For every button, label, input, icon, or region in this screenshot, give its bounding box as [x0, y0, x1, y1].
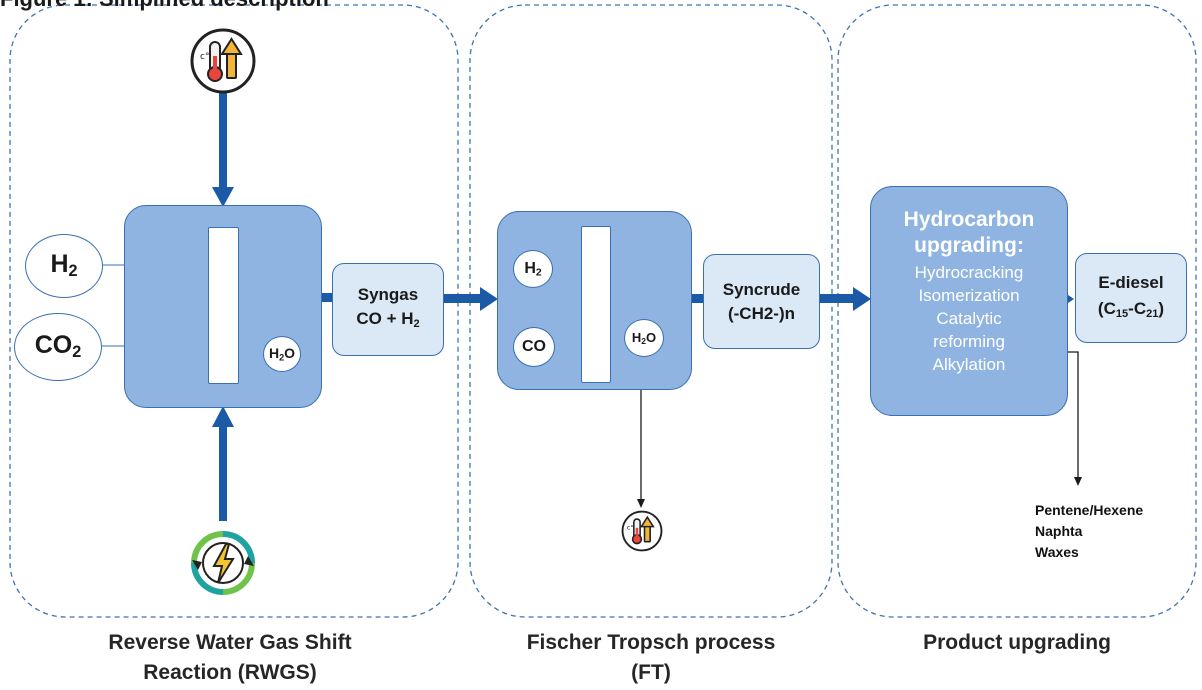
co2-input-label: CO2	[34, 331, 82, 362]
upgrading-item: Isomerization	[918, 286, 1020, 305]
hydrocarbon-upgrading-box: Hydrocarbon upgrading: Hydrocracking Iso…	[870, 186, 1068, 416]
ft-co-circle: CO	[513, 327, 555, 367]
ediesel-box: E-diesel (C15-C21)	[1075, 253, 1187, 343]
byproduct-item: Pentene/Hexene	[1035, 502, 1144, 518]
upgrading-process-list: Hydrocracking Isomerization Catalytic re…	[871, 261, 1067, 376]
upgrading-item: reforming	[933, 332, 1005, 351]
power-arrow-shaft	[219, 425, 227, 521]
ediesel-label: E-diesel	[1098, 272, 1164, 292]
byproduct-item: Naphta	[1035, 523, 1083, 539]
syngas-label: Syngas	[357, 285, 419, 305]
upgrading-item: Hydrocracking	[914, 263, 1024, 282]
syncrude-label: Syncrude	[722, 279, 801, 299]
ft-section-label: Fischer Tropsch process (FT)	[526, 631, 776, 684]
ft-h2-circle: H2	[513, 250, 553, 288]
h2-input-label: H2	[50, 250, 78, 281]
upgrading-item: Catalytic	[936, 309, 1002, 328]
ft-panel	[469, 4, 833, 618]
upgrading-section-label: Product upgrading	[923, 631, 1111, 654]
byproducts-line	[1068, 351, 1079, 478]
ft-water-outlet: H2O	[624, 319, 664, 357]
heat-arrow-shaft	[219, 93, 227, 189]
rwgs-panel	[9, 4, 459, 618]
syngas-composition: CO + H2	[356, 309, 420, 330]
power-arrow-head	[212, 406, 234, 427]
renewable-electricity-icon	[188, 528, 258, 598]
ft-heat-removal-line	[611, 370, 642, 500]
thermometer-temperature-up-icon: c°	[188, 26, 258, 96]
h2-input-circle: H2	[25, 234, 103, 298]
syngas-box: Syngas CO + H2	[332, 263, 444, 356]
co2-input-circle: CO2	[14, 313, 102, 381]
upgrading-panel	[837, 4, 1197, 618]
svg-text:c°: c°	[627, 524, 634, 532]
ft-reactor-tube	[581, 226, 611, 383]
thermometer-temperature-up-icon: c°	[620, 509, 664, 553]
byproducts-list: Pentene/Hexene Naphta Waxes	[1035, 500, 1143, 563]
figure-title: Figure 1: Simplified description	[0, 0, 329, 12]
svg-text:c°: c°	[200, 52, 209, 62]
syncrude-box: Syncrude (-CH2-)n	[703, 254, 820, 349]
rwgs-water-outlet: H2O	[263, 336, 301, 372]
heat-arrow-head	[212, 187, 234, 207]
rwgs-section-label: Reverse Water Gas Shift Reaction (RWGS)	[108, 631, 352, 684]
rwgs-reactor-tube	[208, 227, 239, 384]
upgrading-heading: Hydrocarbon upgrading:	[903, 208, 1035, 257]
byproduct-item: Waxes	[1035, 544, 1079, 560]
syncrude-formula: (-CH2-)n	[727, 303, 796, 323]
upgrading-item: Alkylation	[932, 355, 1006, 374]
ediesel-carbon-range: (C15-C21)	[1097, 298, 1165, 320]
